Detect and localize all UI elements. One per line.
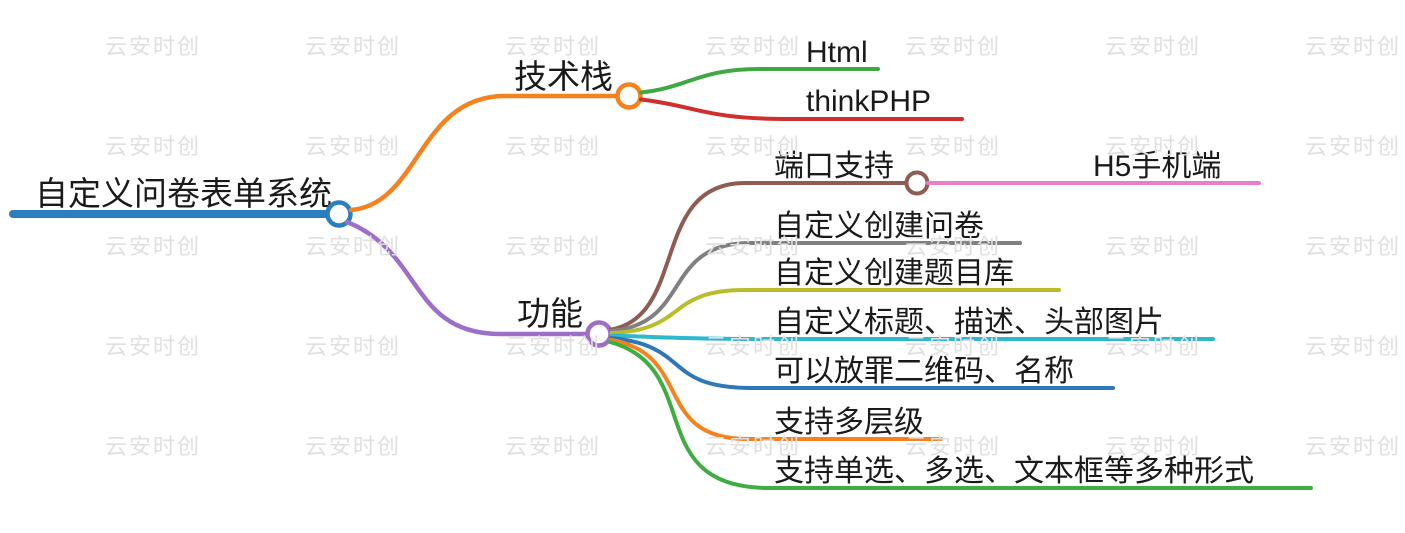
edge-html	[639, 67, 880, 95]
edge-qrcode	[609, 336, 1115, 390]
edge-tech-stack	[348, 93, 620, 213]
edge-port-support	[609, 181, 908, 332]
edge-question-bank	[609, 288, 1061, 335]
edge-features	[344, 219, 590, 337]
multilevel-node-label[interactable]: 支持多层级	[774, 406, 924, 439]
edge-input-types	[608, 340, 1313, 490]
custom-title-node-label[interactable]: 自定义标题、描述、头部图片	[774, 306, 1164, 339]
edge-custom-questionnaire	[609, 241, 1022, 333]
html-node-label[interactable]: Html	[806, 36, 868, 69]
port-support-node-handle[interactable]	[904, 170, 930, 196]
edge-multilevel	[609, 338, 943, 441]
port-support-node-label[interactable]: 端口支持	[774, 150, 894, 183]
h5-mobile-node-label[interactable]: H5手机端	[1093, 150, 1221, 183]
edge-thinkphp	[639, 97, 964, 121]
input-types-node-label[interactable]: 支持单选、多选、文本框等多种形式	[774, 455, 1254, 488]
tech-stack-node-handle[interactable]	[615, 82, 643, 110]
qrcode-node-label[interactable]: 可以放罪二维码、名称	[774, 355, 1074, 388]
features-node-handle[interactable]	[585, 320, 613, 348]
root-node-handle[interactable]	[325, 200, 353, 228]
question-bank-node-label[interactable]: 自定义创建题目库	[774, 257, 1014, 290]
custom-questionnaire-node-label[interactable]: 自定义创建问卷	[774, 210, 984, 243]
features-node-label[interactable]: 功能	[517, 295, 583, 332]
tech-stack-node-label[interactable]: 技术栈	[514, 58, 613, 95]
thinkphp-node-label[interactable]: thinkPHP	[806, 85, 931, 118]
edge-custom-title	[610, 333, 1215, 341]
root-node-label[interactable]: 自定义问卷表单系统	[35, 175, 332, 212]
